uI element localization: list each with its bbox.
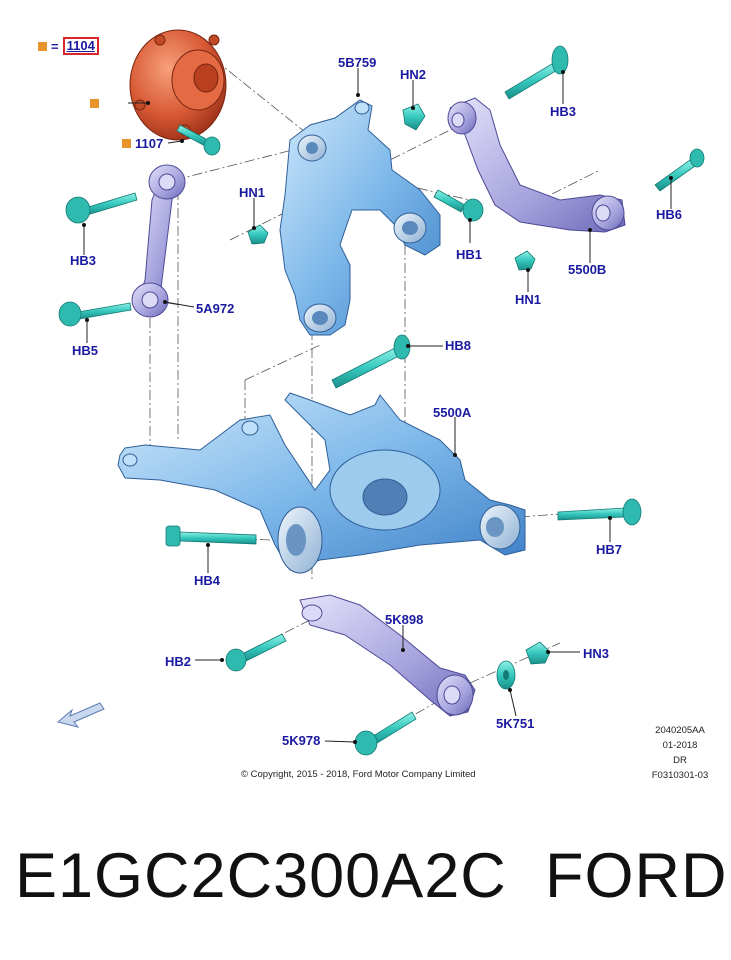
callout-HB3-upper[interactable]: HB3 bbox=[550, 104, 577, 119]
highlighted-part-number[interactable]: 1104 bbox=[62, 37, 99, 55]
drawing-reference: F0310301-03 bbox=[651, 770, 709, 781]
callout-HN2[interactable]: HN2 bbox=[400, 67, 427, 82]
callout-HN3[interactable]: HN3 bbox=[583, 646, 610, 661]
drawing-number: 2040205AA bbox=[655, 725, 705, 736]
highlight-marker-icon bbox=[122, 139, 131, 148]
callout-label: 1107 bbox=[135, 136, 164, 151]
bolt-HB3-left[interactable] bbox=[65, 192, 138, 224]
bolt-HB1[interactable] bbox=[433, 189, 484, 222]
brand-caption: FORD bbox=[545, 841, 728, 911]
callout-HB6[interactable]: HB6 bbox=[656, 207, 683, 222]
drawing-code: DR bbox=[673, 755, 687, 766]
highlight-marker-icon bbox=[38, 41, 47, 51]
bolt-HB3-upper[interactable] bbox=[504, 45, 569, 100]
legend-equals: = bbox=[51, 38, 59, 54]
drawing-date: 01-2018 bbox=[662, 740, 698, 751]
callout-5A972[interactable]: 5A972 bbox=[196, 301, 235, 316]
callout-5K751[interactable]: 5K751 bbox=[496, 716, 535, 731]
highlight-marker-icon bbox=[90, 99, 99, 108]
callout-HN1-upper[interactable]: HN1 bbox=[239, 185, 266, 200]
knuckle-5B759[interactable] bbox=[279, 99, 441, 336]
callout-HB3-left[interactable]: HB3 bbox=[70, 253, 97, 268]
callout-5500A[interactable]: 5500A bbox=[433, 405, 472, 420]
callout-HB4[interactable]: HB4 bbox=[194, 573, 221, 588]
nut-HN1-right[interactable] bbox=[514, 250, 536, 271]
bolt-HB8[interactable] bbox=[331, 334, 411, 389]
lower-arm-5500A[interactable] bbox=[117, 392, 526, 574]
drawing-info: 2040205AA 01-2018 DR F0310301-03 bbox=[640, 723, 720, 783]
part-number-caption: E1GC2C300A2C bbox=[15, 841, 507, 911]
hub-bolt-1107[interactable] bbox=[176, 124, 221, 156]
bolt-HB7[interactable] bbox=[557, 498, 642, 526]
legend-highlight: = 1104 bbox=[38, 37, 99, 55]
bolt-HB6[interactable] bbox=[654, 148, 705, 192]
callout-5B759[interactable]: 5B759 bbox=[338, 55, 377, 70]
callout-5500B[interactable]: 5500B bbox=[568, 262, 607, 277]
callout-HN1-right[interactable]: HN1 bbox=[515, 292, 542, 307]
callout-HB5[interactable]: HB5 bbox=[72, 343, 99, 358]
wheel-hub-bearing[interactable] bbox=[129, 29, 227, 141]
nut-HN1-upper[interactable] bbox=[247, 224, 269, 245]
callout-dots bbox=[82, 70, 673, 744]
copyright-notice: © Copyright, 2015 - 2018, Ford Motor Com… bbox=[241, 769, 476, 780]
link-5A972[interactable] bbox=[131, 164, 186, 318]
upper-arm-5500B[interactable] bbox=[447, 97, 626, 233]
callout-HB2[interactable]: HB2 bbox=[165, 654, 192, 669]
bolt-HB5[interactable] bbox=[58, 301, 132, 327]
cam-bolt-5K978[interactable] bbox=[354, 711, 417, 756]
callout-HB7[interactable]: HB7 bbox=[596, 542, 623, 557]
callout-HB1[interactable]: HB1 bbox=[456, 247, 483, 262]
front-direction-arrow-icon bbox=[56, 702, 105, 728]
bolt-HB2[interactable] bbox=[225, 633, 287, 672]
washer-5K751[interactable] bbox=[496, 660, 516, 690]
nut-HN2[interactable] bbox=[402, 103, 426, 131]
lower-link-5K898[interactable] bbox=[299, 594, 476, 717]
exploded-suspension-diagram bbox=[56, 29, 705, 756]
callout-5K978[interactable]: 5K978 bbox=[282, 733, 321, 748]
nut-HN3[interactable] bbox=[525, 641, 551, 665]
legend-item-1107[interactable]: 1107 bbox=[122, 136, 163, 151]
callout-HB8[interactable]: HB8 bbox=[445, 338, 472, 353]
callout-leaders bbox=[83, 68, 672, 743]
callout-5K898[interactable]: 5K898 bbox=[385, 612, 424, 627]
bolt-HB4[interactable] bbox=[165, 525, 257, 547]
